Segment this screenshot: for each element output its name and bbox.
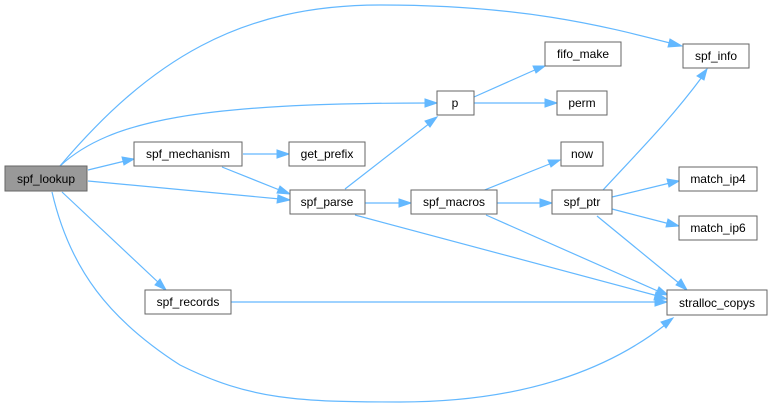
node-spf_info[interactable]: spf_info [682,43,750,69]
node-label: match_ip4 [690,172,746,186]
edge-spf_lookup-stralloc_copys [51,191,666,403]
node-label: stralloc_copys [679,296,755,310]
arrowhead [696,67,708,81]
arrowhead [675,278,689,292]
node-spf_mechanism[interactable]: spf_mechanism [133,141,243,167]
node-spf_macros[interactable]: spf_macros [410,189,498,215]
arrowhead [424,98,439,108]
arrowhead [539,198,554,208]
edge-spf_mechanism-spf_parse [221,166,283,192]
node-label: fifo_make [557,47,609,61]
node-label: match_ip6 [690,221,746,235]
arrowhead [665,218,681,228]
edge-p-fifo_make [473,68,538,98]
node-perm[interactable]: perm [556,90,608,116]
node-p[interactable]: p [436,90,475,116]
nodes: spf_lookup spf_mechanism get_prefix spf_… [4,41,768,316]
node-label: spf_lookup [17,172,75,186]
node-label: spf_parse [301,195,354,209]
edge-spf_ptr-match_ip6 [611,208,671,225]
node-fifo_make[interactable]: fifo_make [544,41,622,67]
node-get_prefix[interactable]: get_prefix [288,141,366,167]
arrowhead [398,198,413,208]
arrowhead [276,194,292,204]
node-spf_records[interactable]: spf_records [144,289,232,315]
arrowhead [544,98,559,108]
node-spf_parse[interactable]: spf_parse [289,189,366,215]
edge-spf_macros-stralloc_copys [485,214,661,293]
arrowhead [666,178,681,188]
arrowhead [121,156,136,166]
edge-spf_ptr-spf_info [602,76,703,191]
edge-spf_lookup-spf_records [61,191,161,285]
node-now[interactable]: now [560,141,604,167]
node-match_ip6[interactable]: match_ip6 [678,215,758,241]
node-label: spf_macros [423,195,485,209]
arrowhead [667,38,684,48]
edge-spf_macros-now [481,162,553,192]
arrowhead [660,317,675,329]
node-label: spf_info [695,49,737,63]
edge-spf_lookup-spf_parse [87,180,281,200]
node-match_ip4[interactable]: match_ip4 [678,166,758,192]
node-label: spf_mechanism [146,147,230,161]
arrowhead [154,278,168,292]
arrowhead [276,149,291,159]
arrowhead [547,159,562,168]
edge-spf_lookup-spf_info [59,4,671,167]
node-spf_lookup[interactable]: spf_lookup [4,165,88,192]
node-label: now [571,147,593,161]
node-label: spf_records [157,295,220,309]
node-label: spf_ptr [564,195,601,209]
arrowhead [276,185,292,195]
edge-spf_ptr-stralloc_copys [596,215,681,285]
arrowhead [424,116,439,128]
node-label: p [452,96,459,110]
node-label: perm [568,96,595,110]
node-stralloc_copys[interactable]: stralloc_copys [666,289,768,316]
arrowhead [654,297,669,307]
edge-spf_parse-p [344,122,431,190]
arrowhead [532,65,547,74]
node-spf_ptr[interactable]: spf_ptr [551,189,613,215]
edge-spf_lookup-spf_mechanism [87,160,126,171]
node-label: get_prefix [301,147,354,161]
edges [51,4,708,403]
edge-spf_ptr-match_ip4 [611,182,671,198]
edge-spf_lookup-p [59,102,431,167]
edge-spf_parse-stralloc_copys [354,214,659,297]
arrowhead [655,286,670,296]
